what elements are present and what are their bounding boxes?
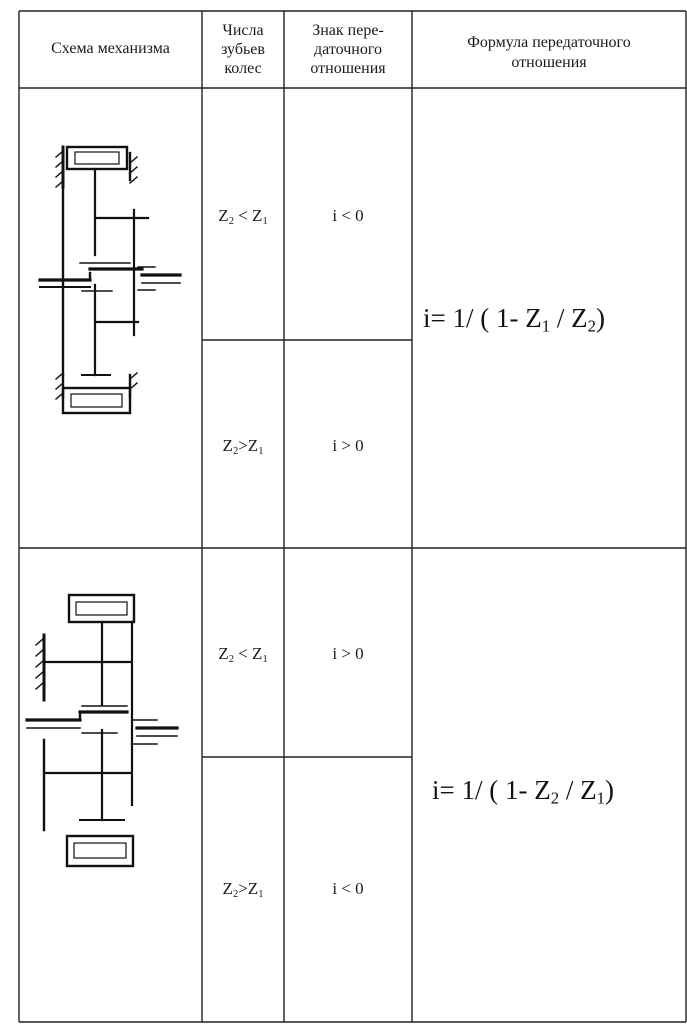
header-sign-line-3: отношения	[310, 60, 386, 77]
sign-g1-r2: i > 0	[332, 436, 364, 455]
ring-gear-bottom	[65, 834, 135, 868]
header-sign-line-1: Знак пере-	[312, 22, 384, 39]
mechanism-scheme-2	[25, 593, 179, 868]
sign-g2-r2: i < 0	[332, 879, 364, 898]
condition-g1-r2: Z2>Z1	[222, 436, 264, 457]
header-teeth-line-3: колес	[224, 60, 262, 77]
header-sign: Знак пере- даточного отношения	[284, 21, 412, 78]
header-scheme-label: Схема механизма	[51, 40, 170, 57]
header-formula-line-1: Формула передаточного	[467, 34, 631, 51]
header-teeth-line-2: зубьев	[221, 41, 265, 58]
ring-gear-top	[65, 145, 129, 171]
ring-gear-top	[67, 593, 136, 624]
sign-g2-r1: i > 0	[332, 644, 364, 663]
header-teeth-line-1: Числа	[222, 22, 264, 39]
header-scheme: Схема механизма	[19, 40, 202, 58]
condition-g2-r1: Z2 < Z1	[218, 644, 268, 665]
ring-gear-bottom	[61, 386, 132, 415]
header-formula: Формула передаточного отношения	[412, 33, 686, 73]
condition-g1-r1: Z2 < Z1	[218, 206, 268, 227]
mechanism-scheme-1	[38, 145, 182, 415]
sign-g1-r1: i < 0	[332, 206, 364, 225]
formula-g1: i= 1/ ( 1- Z1 / Z2)	[423, 303, 605, 336]
header-teeth: Числа зубьев колес	[202, 21, 284, 78]
header-sign-line-2: даточного	[314, 41, 382, 58]
header-formula-line-2: отношения	[511, 54, 587, 71]
formula-g2: i= 1/ ( 1- Z2 / Z1)	[432, 775, 614, 808]
condition-g2-r2: Z2>Z1	[222, 879, 264, 900]
